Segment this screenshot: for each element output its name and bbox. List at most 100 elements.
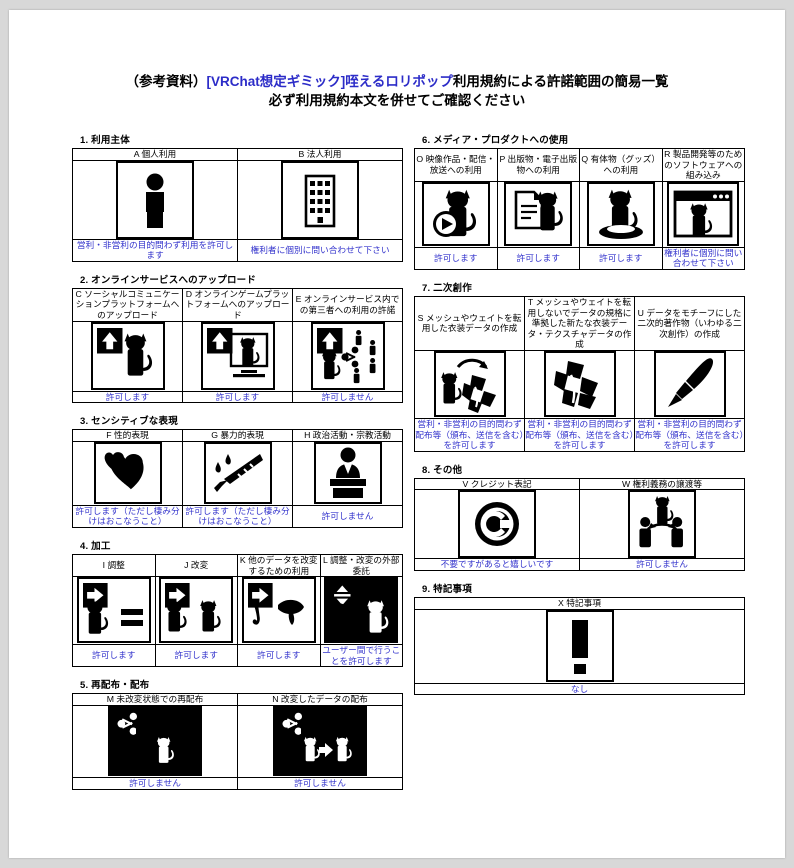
column-header-x: X 特記事項	[414, 596, 745, 610]
column-icon-cell-u	[634, 349, 745, 419]
title-prefix: （参考資料）	[125, 74, 207, 89]
column-header-v: V クレジット表記	[414, 477, 580, 491]
column-header-c: C ソーシャルコミュニケーションプラットフォームへのアップロード	[72, 287, 183, 322]
goods-icon	[586, 181, 655, 246]
table-answer-row: 営利・非営利の目的問わず配布等（頒布、送信を含む）を許可します 営利・非営利の目的…	[414, 417, 745, 452]
column-icon-cell-o	[414, 180, 498, 248]
column-header-i: I 調整	[72, 553, 156, 578]
table-icon-row	[72, 576, 403, 646]
other-data-modify-icon	[241, 577, 316, 644]
upload-share-icon	[310, 321, 385, 390]
share-modified-icon	[273, 705, 367, 776]
table-answer-row: 営利・非営利の目的問わず利用を許可します権利者に個別に問い合わせて下さい	[72, 238, 403, 262]
column-answer-k: 許可します	[237, 644, 321, 668]
table-icon-row	[72, 320, 403, 392]
column-header-h: H 政治活動・宗教活動	[292, 429, 403, 442]
brush-icon	[653, 350, 726, 417]
adjust-equal-icon	[76, 577, 151, 644]
share-folder-icon	[108, 705, 202, 776]
column-header-r: R 製品開発等のためのソフトウェアへの組み込み	[661, 148, 745, 182]
column-icon-cell-e	[292, 320, 403, 392]
section-heading: 6. メディア・プロダクトへの使用	[422, 135, 569, 146]
column-icon-cell-x	[414, 608, 745, 684]
column-answer-f: 許可します（ただし棲み分けはおこなうこと）	[72, 504, 183, 528]
column-answer-x: なし	[414, 682, 745, 696]
column-icon-cell-f	[72, 440, 183, 506]
table-icon-row	[72, 159, 403, 240]
table-header-row: X 特記事項	[414, 596, 745, 610]
column-icon-cell-r	[661, 180, 745, 248]
table-icon-row	[414, 608, 745, 684]
modify-two-cats-icon	[159, 577, 234, 644]
column-icon-cell-a	[72, 159, 238, 240]
transfer-rights-icon	[628, 490, 696, 559]
upload-avatar-icon	[90, 321, 165, 390]
table-icon-row	[414, 489, 745, 560]
column-header-n: N 改変したデータの配布	[237, 693, 403, 706]
upload-game-icon	[200, 321, 275, 390]
column-icon-cell-j	[154, 576, 238, 646]
title-product-name: [VRChat想定ギミック]咥えるロリポップ	[206, 74, 453, 89]
section-heading: 2. オンラインサービスへのアップロード	[80, 274, 257, 286]
building-icon	[281, 160, 359, 239]
mesh-reuse-icon	[433, 350, 506, 417]
column-answer-u: 営利・非営利の目的問わず配布等（頒布、送信を含む）を許可します	[634, 417, 745, 452]
new-costume-icon	[543, 350, 616, 417]
column-header-d: D オンラインゲームプラットフォームへのアップロード	[182, 287, 293, 322]
column-header-b: B 法人利用	[237, 148, 403, 161]
table-icon-row	[72, 704, 403, 778]
column-answer-q: 許可します	[579, 246, 663, 270]
column-header-s: S メッシュやウェイトを転用した衣装データの作成	[414, 295, 525, 351]
column-answer-o: 許可します	[414, 246, 498, 270]
column-header-t: T メッシュやウェイトを転用しないでデータの規格に準拠した新たな衣装データ・テク…	[524, 295, 635, 351]
column-answer-s: 営利・非営利の目的問わず配布等（頒布、送信を含む）を許可します	[414, 417, 525, 452]
column-answer-e: 許可しません	[292, 390, 403, 404]
table-answer-row: 許可します許可します許可しません	[72, 390, 403, 404]
column-header-k: K 他のデータを改変するための利用	[237, 553, 321, 578]
column-answer-i: 許可します	[72, 644, 156, 668]
column-answer-m: 許可しません	[72, 776, 238, 790]
column-icon-cell-d	[182, 320, 293, 392]
column-answer-r: 権利者に個別に問い合わせて下さい	[661, 246, 745, 270]
column-icon-cell-h	[292, 440, 403, 506]
outsource-icon	[324, 577, 399, 644]
section-heading: 8. その他	[422, 464, 463, 476]
column-icon-cell-l	[319, 576, 403, 646]
column-icon-cell-n	[237, 704, 403, 778]
section-heading: 9. 特記事項	[422, 583, 472, 595]
column-header-m: M 未改変状態での再配布	[72, 693, 238, 706]
table-icon-row	[72, 440, 403, 506]
column-icon-cell-s	[414, 349, 525, 419]
column-answer-n: 許可しません	[237, 776, 403, 790]
column-header-w: W 権利義務の譲渡等	[579, 477, 745, 491]
column-header-l: L 調整・改変の外部委託	[319, 553, 403, 578]
document-page: （参考資料）[VRChat想定ギミック]咥えるロリポップ利用規約による許諾範囲の…	[9, 10, 785, 858]
table-icon-row	[414, 180, 745, 248]
column-answer-l: ユーザー間で行うことを許可します	[319, 644, 403, 668]
column-header-p: P 出版物・電子出版物への利用	[496, 148, 580, 182]
column-icon-cell-g	[182, 440, 293, 506]
column-icon-cell-t	[524, 349, 635, 419]
document-title: （参考資料）[VRChat想定ギミック]咥えるロリポップ利用規約による許諾範囲の…	[9, 10, 785, 110]
table-icon-row	[414, 349, 745, 419]
column-answer-b: 権利者に個別に問い合わせて下さい	[237, 238, 403, 262]
table-answer-row: 許可します許可します許可します権利者に個別に問い合わせて下さい	[414, 246, 745, 270]
table-answer-row: 許可します許可します許可しますユーザー間で行うことを許可します	[72, 644, 403, 668]
column-icon-cell-p	[496, 180, 580, 248]
column-header-e: E オンラインサービス内での第三者への利用の許諾	[292, 287, 403, 322]
publication-icon	[504, 181, 573, 246]
column-answer-g: 許可します（ただし棲み分けはおこなうこと）	[182, 504, 293, 528]
